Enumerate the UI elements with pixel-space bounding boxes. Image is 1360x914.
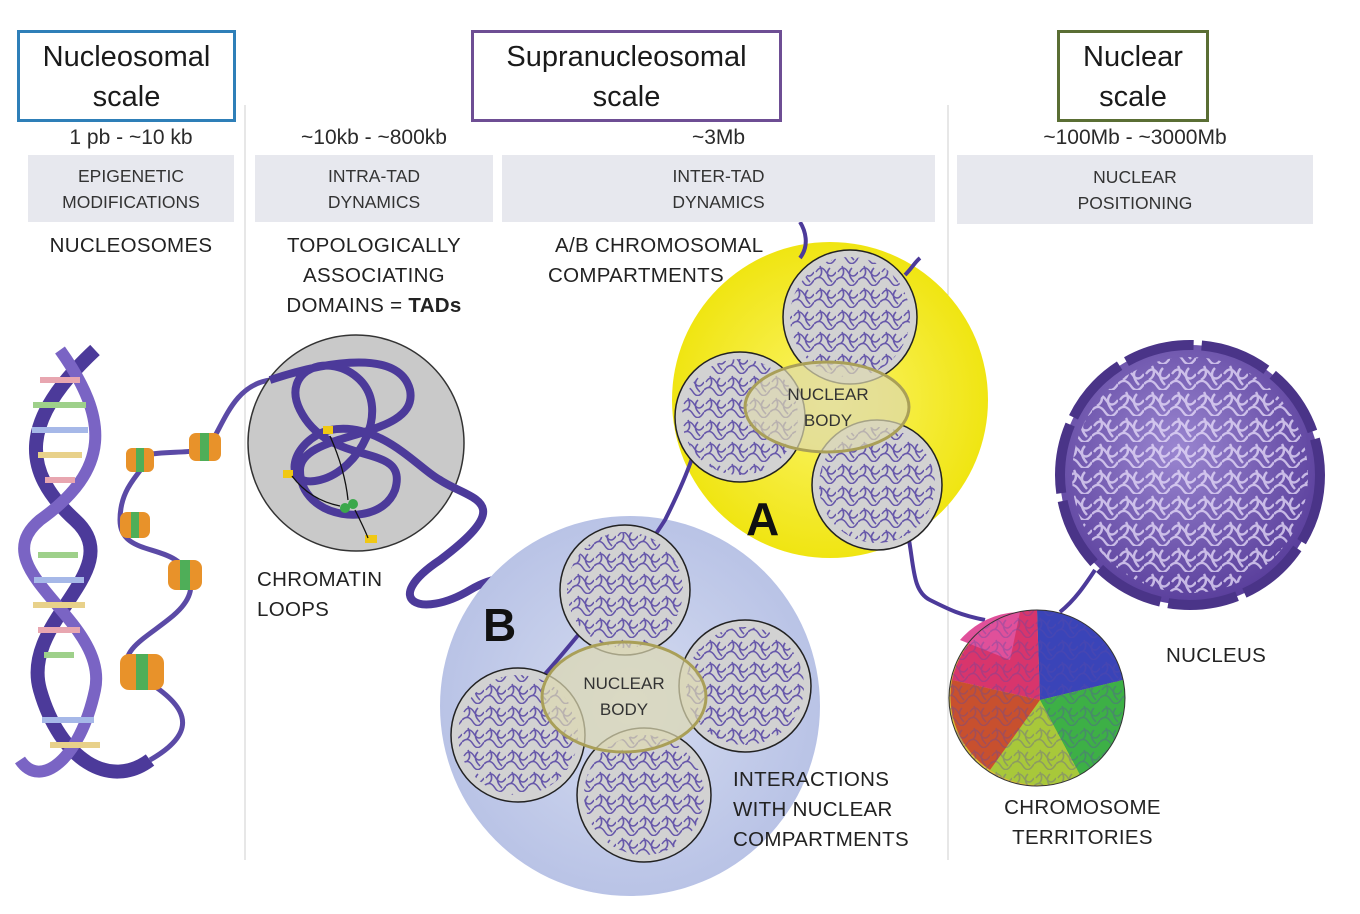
label-nucleosomes: NUCLEOSOMES <box>49 234 213 257</box>
band-col3-line1: INTER-TAD <box>672 165 765 186</box>
nucleus-illustration <box>1055 340 1325 610</box>
header-supranucleosomal-line1: Supranucleosomal <box>506 41 747 73</box>
b-tads <box>450 524 812 863</box>
nuclear-body-b-line2: BODY <box>599 700 649 719</box>
band-col1-line2: MODIFICATIONS <box>62 191 200 212</box>
nucleosome-beads <box>120 433 221 690</box>
label-tads: TOPOLOGICALLY ASSOCIATING DOMAINS = TADs <box>255 231 493 321</box>
header-nucleosomal-line1: Nucleosomal <box>42 41 211 73</box>
nuclear-body-b <box>540 640 708 754</box>
band-col3-line2: DYNAMICS <box>672 191 765 212</box>
territory-link <box>903 519 986 622</box>
header-nuclear-line2: scale <box>1099 81 1167 113</box>
a-tads <box>674 249 943 551</box>
band-col4-line2: POSITIONING <box>1077 192 1193 213</box>
label-tads-line3: DOMAINS = TADs <box>255 291 493 321</box>
label-chromatin-loops: CHROMATIN LOOPS <box>257 565 382 625</box>
loop-anchors <box>283 426 377 543</box>
header-nucleosomal-line2: scale <box>92 81 161 113</box>
nuclear-body-b-line1: NUCLEAR <box>583 674 665 693</box>
label-nuclear-body-b: NUCLEAR BODY <box>564 671 684 723</box>
nuclear-body-a <box>743 360 911 454</box>
range-col4: ~100Mb - ~3000Mb <box>1043 126 1227 149</box>
range-col3: ~3Mb <box>691 126 746 149</box>
label-loops-line2: LOOPS <box>257 598 330 621</box>
label-interactions-line3: COMPARTMENTS <box>733 828 909 851</box>
header-supranucleosomal-line2: scale <box>592 81 661 113</box>
header-nuclear-line1: Nuclear <box>1083 41 1183 73</box>
label-compartments-line2: COMPARTMENTS <box>548 264 724 287</box>
label-nucleus: NUCLEUS <box>1166 644 1267 667</box>
band-col4-line1: NUCLEAR <box>1093 166 1177 187</box>
header-nuclear-scale: Nuclear scale <box>1057 30 1209 122</box>
chromatin-loop <box>268 358 565 694</box>
label-tads-acronym: TADs <box>408 294 462 317</box>
band-nuclear-positioning: NUCLEAR POSITIONING <box>957 155 1313 224</box>
band-col1-line1: EPIGENETIC <box>78 165 184 186</box>
header-supranucleosomal-scale: Supranucleosomal scale <box>471 30 782 122</box>
chromosome-territories <box>948 609 1126 787</box>
label-territories-line1: CHROMOSOME <box>1004 796 1161 819</box>
label-tads-line1: TOPOLOGICALLY <box>286 234 462 257</box>
band-inter-tad-dynamics: INTER-TAD DYNAMICS <box>502 155 935 222</box>
band-col2-line1: INTRA-TAD <box>327 165 421 186</box>
nuclear-body-a-line2: BODY <box>803 411 853 430</box>
label-compartment-b: B <box>483 599 517 651</box>
band-col2-line2: DYNAMICS <box>327 191 421 212</box>
label-nuclear-body-a: NUCLEAR BODY <box>768 382 888 434</box>
label-interactions: INTERACTIONS WITH NUCLEAR COMPARTMENTS <box>733 765 909 855</box>
nuclear-body-a-line1: NUCLEAR <box>787 385 869 404</box>
label-tads-line2: ASSOCIATING <box>303 264 445 287</box>
dna-helix <box>15 344 155 779</box>
label-territories-line2: TERRITORIES <box>1012 826 1153 849</box>
label-interactions-line2: WITH NUCLEAR <box>733 798 893 821</box>
range-col2: ~10kb - ~800kb <box>301 126 447 149</box>
label-chromosome-territories: CHROMOSOME TERRITORIES <box>985 793 1180 853</box>
label-interactions-line1: INTERACTIONS <box>733 768 890 791</box>
label-tads-line3-prefix: DOMAINS = <box>286 294 409 317</box>
band-intra-tad-dynamics: INTRA-TAD DYNAMICS <box>255 155 493 222</box>
range-col1: 1 pb - ~10 kb <box>69 126 193 149</box>
label-compartment-a: A <box>746 493 780 545</box>
label-compartments: A/B CHROMOSOMAL COMPARTMENTS <box>548 231 788 291</box>
label-compartments-line1: A/B CHROMOSOMAL <box>555 234 764 257</box>
header-nucleosomal-scale: Nucleosomal scale <box>17 30 236 122</box>
label-loops-line1: CHROMATIN <box>257 568 383 591</box>
band-epigenetic-modifications: EPIGENETIC MODIFICATIONS <box>28 155 234 222</box>
